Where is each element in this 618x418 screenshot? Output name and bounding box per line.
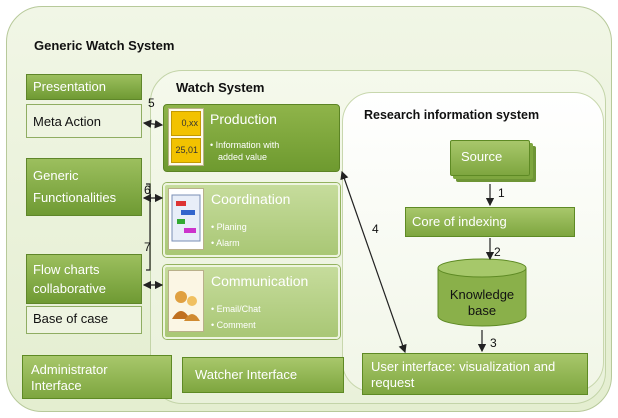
generic-watch-system-title: Generic Watch System (34, 38, 175, 53)
presentation-label: Presentation (33, 79, 106, 94)
label-2: 2 (494, 245, 501, 259)
label-4: 4 (372, 222, 379, 236)
production-icon-value-1: 0,xx (171, 111, 201, 136)
bracket-6-7 (146, 183, 151, 271)
people-icon (168, 270, 204, 332)
bullet-marker: • (211, 222, 215, 232)
knowledge-base-label-2: base (467, 303, 497, 318)
watcher-interface-box: Watcher Interface (182, 357, 344, 393)
core-of-indexing-box: Core of indexing (405, 207, 575, 237)
production-icon-value-2: 25,01 (171, 138, 201, 163)
arrow-production-user-interface (340, 170, 407, 354)
bullet-marker: • (211, 238, 215, 248)
production-bullet-text: Information with (215, 140, 280, 150)
user-interface-label-1: User interface: visualization and (371, 359, 556, 374)
communication-bullets: • Email/Chat • Comment (211, 303, 261, 331)
watch-system-title: Watch System (176, 80, 265, 95)
administrator-interface-box: Administrator Interface (22, 355, 172, 399)
communication-bullet-1: Email/Chat (216, 304, 261, 314)
flow-charts-label-1: Flow charts (33, 262, 100, 277)
flow-charts-label-2: collaborative (33, 281, 106, 296)
coordination-panel: Coordination • Planing • Alarm (163, 183, 340, 257)
generic-functionalities-label-1: Generic (33, 168, 79, 183)
user-interface-label-2: request (371, 375, 415, 390)
production-icon: 0,xx 25,01 (168, 108, 204, 166)
label-3: 3 (490, 336, 497, 350)
meta-action-label: Meta Action (33, 114, 101, 129)
knowledge-base-cylinder (437, 258, 527, 327)
bullet-marker: • (211, 304, 215, 314)
flow-charts-box: Flow charts collaborative (26, 254, 142, 304)
production-panel: 0,xx 25,01 Production • Information with… (163, 104, 340, 172)
base-of-case-label: Base of case (33, 311, 109, 326)
user-interface-box: User interface: visualization and reques… (362, 353, 588, 395)
coordination-title: Coordination (211, 191, 291, 207)
people-graphic (172, 291, 200, 321)
coordination-bullet-1: Planing (216, 222, 247, 232)
label-5: 5 (148, 96, 155, 110)
research-information-system-title: Research information system (364, 108, 540, 122)
generic-functionalities-label-2: Functionalities (33, 190, 117, 205)
watcher-interface-label: Watcher Interface (195, 367, 298, 382)
knowledge-base-label: Knowledge base (436, 287, 528, 319)
knowledge-base-label-1: Knowledge (449, 287, 515, 302)
production-title: Production (210, 111, 277, 127)
generic-functionalities-box: Generic Functionalities (26, 158, 142, 216)
bullet-marker: • (211, 320, 215, 330)
planning-chart-icon (168, 188, 204, 250)
administrator-interface-label: Administrator Interface (31, 362, 108, 394)
arrow-meta-action-production (142, 119, 164, 129)
presentation-box: Presentation (26, 74, 142, 100)
source-label: Source (461, 149, 503, 164)
bullet-marker: • (210, 140, 214, 150)
administrator-interface-label-1: Administrator (31, 362, 108, 377)
label-6: 6 (144, 183, 151, 197)
coordination-bullet-2: Alarm (216, 238, 240, 248)
coordination-bullets: • Planing • Alarm (211, 221, 247, 249)
administrator-interface-label-2: Interface (31, 378, 82, 393)
label-1: 1 (498, 186, 505, 200)
planning-chart-graphic (171, 194, 201, 242)
production-bullet-text-2: added value (218, 152, 268, 162)
communication-panel: Communication • Email/Chat • Comment (163, 265, 340, 339)
communication-bullet-2: Comment (216, 320, 256, 330)
communication-title: Communication (211, 273, 309, 289)
source-box: Source (450, 140, 530, 176)
label-7: 7 (144, 240, 151, 254)
core-of-indexing-label: Core of indexing (412, 214, 507, 229)
production-bullet: • Information with added value (210, 139, 279, 163)
user-interface-label: User interface: visualization and reques… (371, 359, 555, 391)
meta-action-box: Meta Action (26, 104, 142, 138)
base-of-case-box: Base of case (26, 306, 142, 334)
